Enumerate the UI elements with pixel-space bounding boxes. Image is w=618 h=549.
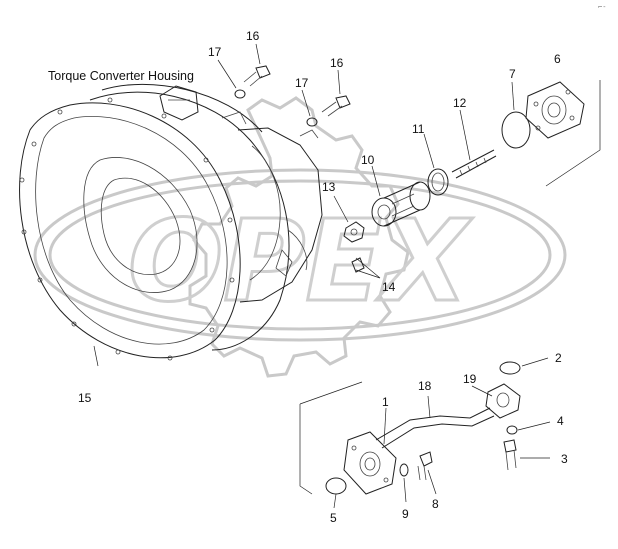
- washer-17-left: [234, 89, 246, 99]
- washer-4: [506, 425, 518, 435]
- washer-17-right: [306, 117, 318, 127]
- callout-7: 7: [509, 67, 516, 81]
- callout-19: 19: [463, 372, 477, 386]
- stud-12: [451, 149, 497, 179]
- washer-9: [399, 463, 409, 477]
- callout-9: 9: [402, 507, 409, 521]
- callout-6: 6: [554, 52, 561, 66]
- callout-10: 10: [361, 153, 375, 167]
- callout-1: 1: [382, 395, 389, 409]
- watermark-text: OPEX: [128, 197, 473, 327]
- strainer-10: [371, 181, 431, 227]
- pipe-18: [375, 407, 495, 449]
- callout-labels: 1 2 3 4 5 6 7 8 9 10 11 12 13 14 15 16 1…: [78, 29, 568, 525]
- leader-lines: [93, 43, 551, 509]
- gasket-7: [501, 111, 531, 149]
- callout-3: 3: [561, 452, 568, 466]
- bolt-16-left: [243, 65, 271, 87]
- corner-mark: ⌐-: [598, 3, 606, 11]
- cover-6: [525, 81, 585, 139]
- callout-4: 4: [557, 414, 564, 428]
- callout-2: 2: [555, 351, 562, 365]
- callout-16-right: 16: [330, 56, 344, 70]
- callout-12: 12: [453, 96, 467, 110]
- diagram-title: Torque Converter Housing: [48, 69, 194, 83]
- nut-13: [343, 221, 365, 243]
- bolt-3: [503, 439, 517, 471]
- callout-11: 11: [412, 122, 425, 136]
- callout-13: 13: [322, 180, 336, 194]
- flange-19: [485, 383, 521, 419]
- callout-8: 8: [432, 497, 439, 511]
- callout-17-left: 17: [208, 45, 222, 59]
- callout-17-right: 17: [295, 76, 309, 90]
- bolt-16-right: [321, 95, 351, 117]
- callout-18: 18: [418, 379, 432, 393]
- torque-converter-housing: [19, 83, 323, 361]
- bolt-8: [417, 451, 433, 481]
- flange-1: [343, 431, 397, 495]
- callout-16-left: 16: [246, 29, 260, 43]
- watermark-logo: OPEX: [33, 96, 567, 378]
- callout-14: 14: [382, 280, 396, 294]
- o-ring-11: [427, 168, 449, 196]
- group-bracket-lower: [299, 381, 363, 495]
- callout-15: 15: [78, 391, 92, 405]
- callout-5: 5: [330, 511, 337, 525]
- o-ring-5: [325, 477, 347, 495]
- group-bracket-6: [545, 80, 601, 187]
- o-ring-2: [499, 361, 521, 375]
